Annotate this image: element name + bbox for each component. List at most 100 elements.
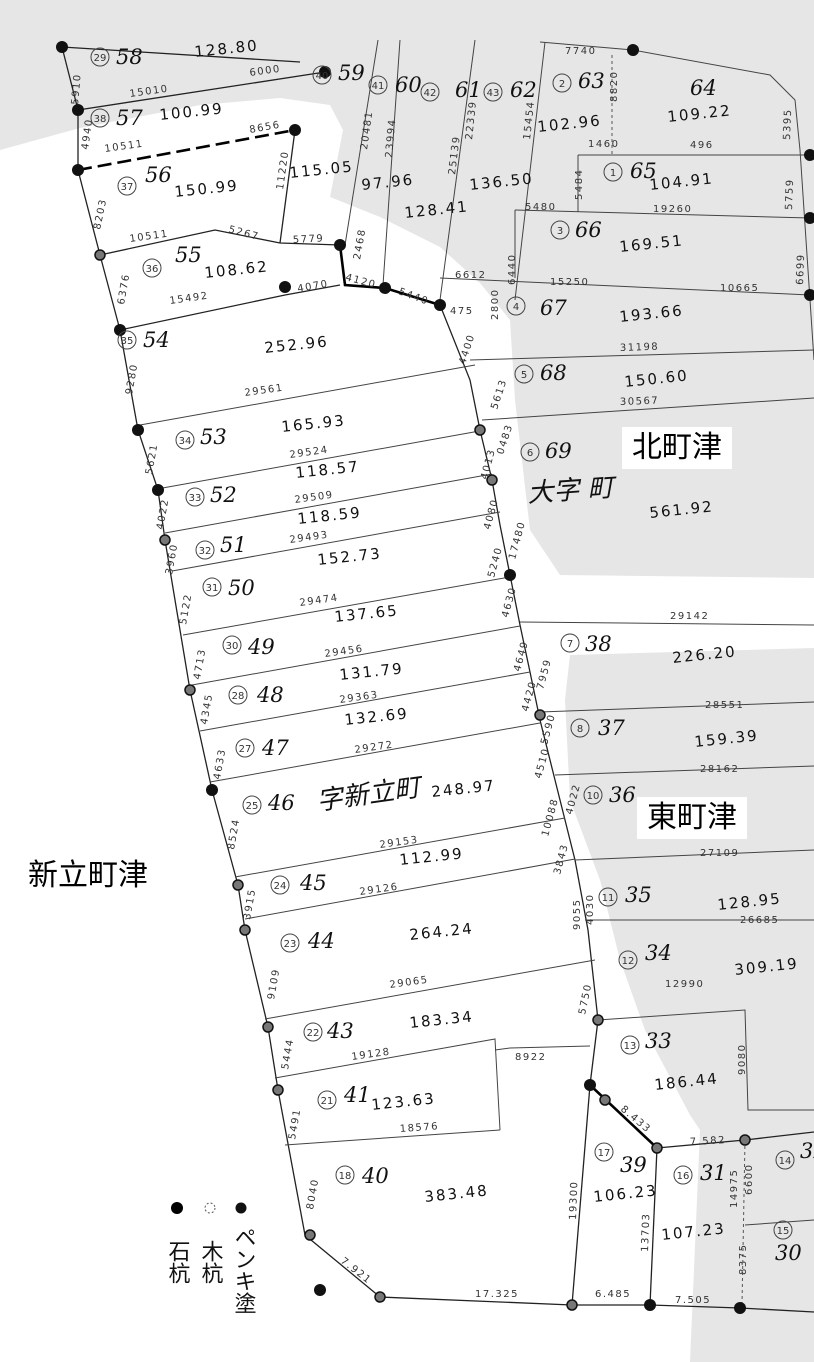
boundary-line <box>574 849 814 861</box>
lot-number: 52 <box>210 483 237 507</box>
lot-number: 44 <box>307 929 335 953</box>
lot-number: 63 <box>578 69 605 93</box>
lot-number: 49 <box>247 635 275 659</box>
measurement-label: 5491 <box>287 1108 303 1141</box>
lot-number: 33 <box>645 1029 672 1053</box>
lot-number: 69 <box>545 439 572 463</box>
parcel-number-circle <box>420 82 440 102</box>
parcel-number: 6 <box>527 448 533 459</box>
measurement-label: 10511 <box>129 229 169 245</box>
stake-marker <box>486 474 498 486</box>
district-label-west: 新立町津 <box>28 858 148 893</box>
parcel-number: 32 <box>199 546 212 557</box>
lot-number: 68 <box>540 361 567 385</box>
east-boundary <box>439 304 599 1306</box>
measurement-label: 22339 <box>464 100 479 140</box>
wood-stake-symbol <box>204 1202 216 1214</box>
measurement-label: 29363 <box>339 690 379 706</box>
lot-number: 65 <box>630 159 657 183</box>
measurement-label: 19128 <box>351 1047 391 1063</box>
measurement-label: 29142 <box>670 611 709 622</box>
boundary-line <box>744 1219 814 1226</box>
measurement-label: 14975 <box>729 1169 740 1208</box>
parcel-number-circle <box>235 738 255 758</box>
stone-stake-symbol <box>171 1202 183 1214</box>
measurement-label: 4633 <box>212 748 228 781</box>
district-label-north: 北町津 <box>622 427 732 469</box>
boundary-line <box>344 39 379 246</box>
parcel-number: 40 <box>316 71 329 82</box>
handwritten-oaza-label: 大字 町 <box>526 473 618 509</box>
parcel-divider <box>139 364 476 426</box>
boundary-line <box>61 46 301 63</box>
measurement-label: 25139 <box>447 135 463 175</box>
parcel-number-circle <box>228 685 248 705</box>
parcel-number-circle <box>222 635 242 655</box>
parcel-number-circle <box>514 364 534 384</box>
boundary-line <box>514 209 811 219</box>
measurement-label: 8375 <box>738 1244 749 1275</box>
parcel-divider <box>284 1129 501 1146</box>
measurement-label: 7.505 <box>675 1295 711 1306</box>
parcel-number: 17 <box>598 1148 611 1159</box>
stone-stake-marker <box>627 44 639 56</box>
measurement-label: 6000 <box>249 64 282 79</box>
paint-mark-symbol <box>235 1202 247 1214</box>
stone-stake-marker <box>72 104 84 116</box>
lot-number: 32 <box>800 1139 814 1163</box>
measurement-label: 9280 <box>124 363 140 396</box>
lot-number: 54 <box>143 328 170 352</box>
legend-label-stone-stake: 石杭 <box>165 1240 191 1284</box>
lot-number: 43 <box>326 1019 354 1043</box>
stake-marker <box>534 709 546 721</box>
parcel-number-circle <box>312 65 332 85</box>
lot-number: 48 <box>256 683 284 707</box>
parcel-number-circle <box>280 933 300 953</box>
parcel-number-circle <box>773 1220 793 1240</box>
measurement-label: 6699 <box>795 253 807 285</box>
boundary-line <box>481 397 814 421</box>
stake-markers <box>56 41 814 1314</box>
measurement-label: 8524 <box>226 818 242 851</box>
parcel-number-circle <box>552 73 572 93</box>
measurement-label: 29272 <box>354 740 394 756</box>
stone-stake-marker <box>504 569 516 581</box>
measurement-label: 5621 <box>144 443 160 476</box>
measurement-label: 27109 <box>700 848 739 859</box>
parcel-number-circle <box>603 162 623 182</box>
boundary-lines <box>61 39 814 1313</box>
stone-stake-marker <box>804 289 814 301</box>
lot-number: 56 <box>145 163 172 187</box>
lot-number: 59 <box>338 61 365 85</box>
measurement-label: 7.582 <box>690 1135 727 1148</box>
measurement-label: 4030 <box>585 894 596 925</box>
measurement-label: 26685 <box>740 915 779 926</box>
road-edge <box>338 244 441 307</box>
parcel-number-circle <box>594 1142 614 1162</box>
legend: 石杭 木杭 ペンキ塗 <box>165 1202 257 1314</box>
parcel-number-circle <box>142 258 162 278</box>
measurement-label: 9055 <box>572 899 583 930</box>
measurement-label: 6440 <box>507 254 518 285</box>
parcel-number-circle <box>175 430 195 450</box>
stone-stake-marker <box>279 281 291 293</box>
dashed-boundary <box>77 128 296 172</box>
measurement-label: 4713 <box>192 648 208 681</box>
parcel-number: 16 <box>677 1171 690 1182</box>
parcel-number-circle <box>303 1022 323 1042</box>
lot-number: 31 <box>700 1161 727 1185</box>
stake-marker <box>651 1142 663 1154</box>
stake-marker <box>159 534 171 546</box>
parcel-number: 13 <box>624 1041 637 1052</box>
parcel-number-circle <box>483 82 503 102</box>
parcel-number-circle <box>673 1165 693 1185</box>
measurement-label: 1460 <box>588 139 619 150</box>
stake-marker <box>239 924 251 936</box>
parcel-divider <box>199 671 531 732</box>
legend-label-paint-mark: ペンキ塗 <box>231 1226 257 1314</box>
parcel-divider <box>264 959 596 1020</box>
parcel-number-circle <box>90 47 110 67</box>
